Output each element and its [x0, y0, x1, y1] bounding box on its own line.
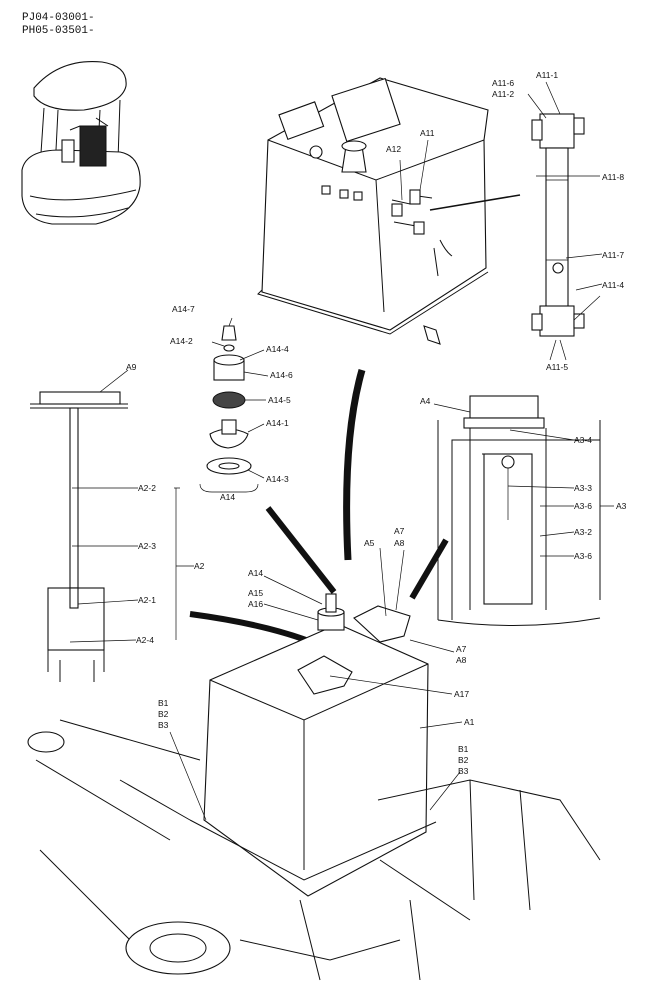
label-a14-1: A14-1 [266, 418, 289, 428]
label-a16: A16 [248, 599, 263, 609]
leader-lines [69, 81, 614, 821]
label-a11-4: A11-4 [602, 280, 624, 290]
label-a14-7: A14-7 [172, 304, 195, 314]
filter-assembly-a11 [531, 113, 585, 337]
label-a4: A4 [420, 396, 431, 406]
upper-tank-illustration [257, 77, 521, 345]
label-a11-1: A11-1 [536, 70, 558, 80]
label-b1-right: B1 [458, 744, 469, 754]
label-a2-3: A2-3 [138, 541, 156, 551]
label-a9: A9 [126, 362, 137, 372]
label-b3-right: B3 [458, 766, 469, 776]
label-a3-3: A3-3 [574, 483, 592, 493]
main-tank-a1 [189, 593, 437, 897]
label-a15: A15 [248, 588, 263, 598]
label-a14: A14 [248, 568, 263, 578]
label-a3-4: A3-4 [574, 435, 592, 445]
label-a11-5: A11-5 [546, 362, 568, 372]
label-a8-upper: A8 [394, 538, 405, 548]
label-a17: A17 [454, 689, 469, 699]
label-a3-6-upper: A3-6 [574, 501, 592, 511]
callout-arrows [189, 369, 449, 653]
label-a11-6: A11-6 [492, 78, 514, 88]
cutaway-a3 [437, 395, 601, 627]
part-labels: A11-1 A11-6 A11-2 A11 A12 A11-8 A11-7 A1… [126, 70, 627, 776]
label-b3-left: B3 [158, 720, 169, 730]
label-a3-2: A3-2 [574, 527, 592, 537]
label-a14-3: A14-3 [266, 474, 289, 484]
label-a2-1: A2-1 [138, 595, 156, 605]
machine-frame [27, 719, 601, 981]
label-a11-8: A11-8 [602, 172, 624, 182]
label-b1-left: B1 [158, 698, 169, 708]
label-a3: A3 [616, 501, 627, 511]
model-code-line-2: PH05-03501- [22, 25, 95, 37]
label-a14-2: A14-2 [170, 336, 193, 346]
level-gauge-a2 [30, 391, 128, 682]
label-a11: A11 [420, 128, 435, 138]
label-a14-5: A14-5 [268, 395, 291, 405]
label-a2: A2 [194, 561, 205, 571]
label-a5: A5 [364, 538, 375, 548]
label-a14-4: A14-4 [266, 344, 289, 354]
label-b2-left: B2 [158, 709, 169, 719]
label-a11-2: A11-2 [492, 89, 514, 99]
label-a3-6-lower: A3-6 [574, 551, 592, 561]
label-a11-7: A11-7 [602, 250, 624, 260]
breather-assembly-a14 [199, 325, 259, 493]
label-a12: A12 [386, 144, 401, 154]
label-a2-2: A2-2 [138, 483, 156, 493]
machine-overview-illustration [21, 60, 141, 225]
label-a2-4: A2-4 [136, 635, 154, 645]
label-a7-lower: A7 [456, 644, 467, 654]
label-a7-upper: A7 [394, 526, 405, 536]
model-code-line-1: PJ04-03001- [22, 12, 95, 24]
label-a14-6: A14-6 [270, 370, 293, 380]
label-a1: A1 [464, 717, 475, 727]
label-a14-group: A14 [220, 492, 235, 502]
label-a8-lower: A8 [456, 655, 467, 665]
label-b2-right: B2 [458, 755, 469, 765]
document-header: PJ04-03001- PH05-03501- [22, 12, 95, 38]
